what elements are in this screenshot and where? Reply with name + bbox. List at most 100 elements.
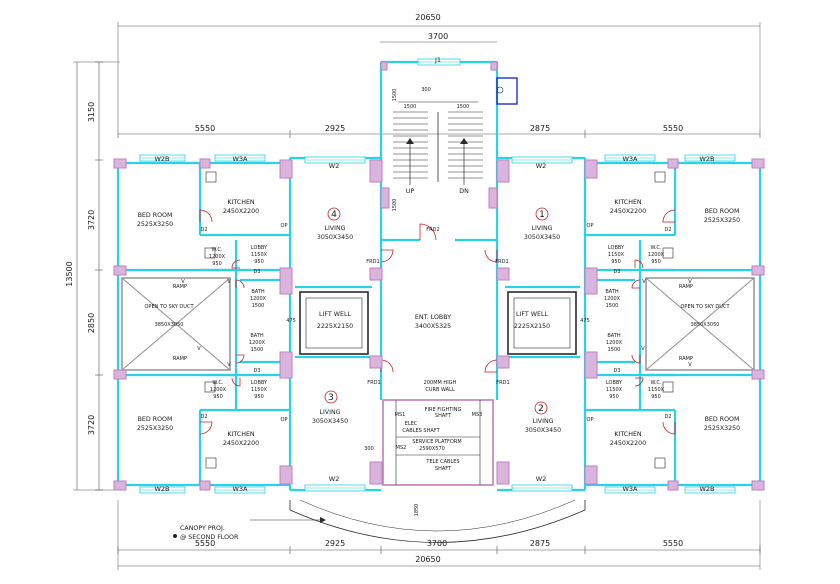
flat-number-circle <box>535 207 549 221</box>
flat-number-circle <box>327 207 341 221</box>
dim-lift-475-right: 475 <box>580 318 590 324</box>
flat-numbers: 4 1 3 2 <box>324 207 549 415</box>
window-label-w3a: W3A <box>622 485 638 493</box>
structural-column <box>369 267 383 281</box>
opening-label-op: OP <box>587 417 594 423</box>
room-living-label: LIVING <box>324 225 345 232</box>
structural-column <box>496 159 510 183</box>
door-swing-d2 <box>199 209 213 223</box>
duct-label: OPEN TO SKY DUCT <box>145 304 195 310</box>
door-swing-d2 <box>662 421 676 435</box>
window-label-j1: J1 <box>434 56 441 64</box>
room-wc-label: W.C. <box>211 247 222 253</box>
room-lobby-size-b: 950 <box>254 394 264 400</box>
room-wc-size-a: 1200X <box>648 252 665 258</box>
door-label-d3: D3 <box>613 368 620 374</box>
dim-stair-vert-1: 1500 <box>392 89 398 102</box>
room-kitchen-size: 2450X2200 <box>223 440 259 447</box>
structural-column <box>496 267 510 281</box>
structural-column <box>584 159 598 179</box>
room-lobby-size-a: 1150X <box>608 252 625 258</box>
room-bath-label: BATH <box>251 289 265 295</box>
structural-column <box>667 158 679 169</box>
shaft-marker: MS3 <box>472 412 483 418</box>
door-swing-bath <box>235 354 245 364</box>
door-swing-frd1 <box>484 249 498 263</box>
room-bed-label: BED ROOM <box>138 212 173 219</box>
dim-top-3: 2875 <box>530 124 550 133</box>
door-label-frd1: FRD1 <box>367 380 380 386</box>
door-label-frd1: FRD1 <box>366 259 379 265</box>
room-living-label: LIVING <box>319 409 340 416</box>
dim-stair-300: 300 <box>421 87 431 93</box>
window-label-w2b: W2B <box>699 485 714 493</box>
elec-shaft-label: ELEC <box>405 421 418 427</box>
room-living-size: 3050X3450 <box>312 418 348 425</box>
room-bath-label: BATH <box>607 333 621 339</box>
window-label-w2: W2 <box>536 162 547 170</box>
room-lobby-size-a: 1150X <box>606 387 623 393</box>
fixture-box <box>205 457 217 469</box>
room-bath-label: BATH <box>250 333 264 339</box>
window-label-w2: W2 <box>329 162 340 170</box>
door-label-d3: D3 <box>253 368 260 374</box>
room-lobby-size-a: 1150X <box>251 252 268 258</box>
vent-label: V <box>227 279 231 285</box>
canopy-note-line-2: @ SECOND FLOOR <box>180 533 239 541</box>
tele-shaft-label: SHAFT <box>435 466 452 472</box>
structural-column <box>584 351 598 379</box>
window-label-w3a: W3A <box>232 155 248 163</box>
structural-column <box>380 61 388 71</box>
entrance-lobby-size: 3400X5325 <box>415 323 451 330</box>
dim-left-1: 3720 <box>87 210 96 230</box>
door-swing-d3 <box>231 377 241 387</box>
lift-car-outline <box>305 297 363 349</box>
room-kitchen-label: KITCHEN <box>227 199 255 206</box>
leader-arrow <box>320 517 326 523</box>
lift-well-size: 2225X2150 <box>514 323 550 330</box>
lift-well-frame <box>299 291 369 355</box>
room-wc-label: W.C. <box>212 380 223 386</box>
curb-wall-label: 200MM HIGH <box>424 380 457 386</box>
service-platform-label: SERVICE PLATFORM <box>412 439 461 445</box>
canopy-note-line-1: CANOPY PROJ. <box>180 525 225 532</box>
dimension-lines <box>73 22 761 570</box>
ramp-label: RAMP <box>679 284 693 290</box>
door-swing-frd1 <box>380 249 394 263</box>
window-label-w2: W2 <box>329 475 340 483</box>
dim-overall-bottom: 20650 <box>415 555 440 564</box>
lift-well-label: LIFT WELL <box>516 311 548 318</box>
room-bath-size-a: 1200X <box>606 340 623 346</box>
structural-column <box>279 351 293 379</box>
dim-top-2: 2925 <box>325 124 345 133</box>
service-labels: 200MM HIGH CURB WALL FIRE FIGHTING SHAFT… <box>395 380 483 472</box>
room-kitchen-size: 2450X2200 <box>610 208 646 215</box>
window-label-w2b: W2B <box>154 485 169 493</box>
dim-lift-475-left: 475 <box>286 318 296 324</box>
dim-canopy-depth: 1850 <box>414 504 420 517</box>
dim-overall-top: 20650 <box>415 13 440 22</box>
dim-left-3: 3720 <box>87 415 96 435</box>
room-lobby-size-a: 1150X <box>251 387 268 393</box>
room-bed-size: 2525X3250 <box>704 425 740 432</box>
stair-down-label: DN <box>459 188 469 195</box>
door-swing-frd1 <box>484 359 498 373</box>
window-labels: W2B W3A W2 W2 W3A W2B W2B W3A W2 W2 W3A … <box>154 56 714 493</box>
lift-well-frame <box>507 291 577 355</box>
duct-frame <box>645 277 755 371</box>
duct-cross <box>121 277 231 371</box>
structural-column <box>488 187 498 209</box>
door-label-d2: D2 <box>664 414 671 420</box>
fixture-box <box>205 171 217 183</box>
flat-number-2: 2 <box>538 404 544 414</box>
room-living-size: 3050X3450 <box>317 234 353 241</box>
room-bath-size-b: 1500 <box>251 347 264 353</box>
ramp-label: RAMP <box>173 284 187 290</box>
door-label-d2: D2 <box>664 227 671 233</box>
structural-column <box>496 355 510 369</box>
structural-column <box>369 355 383 369</box>
flat-number-4: 4 <box>331 210 337 220</box>
dim-top-1: 5550 <box>195 124 215 133</box>
room-bath-size-b: 1500 <box>606 303 619 309</box>
door-swing-bath <box>235 279 245 289</box>
